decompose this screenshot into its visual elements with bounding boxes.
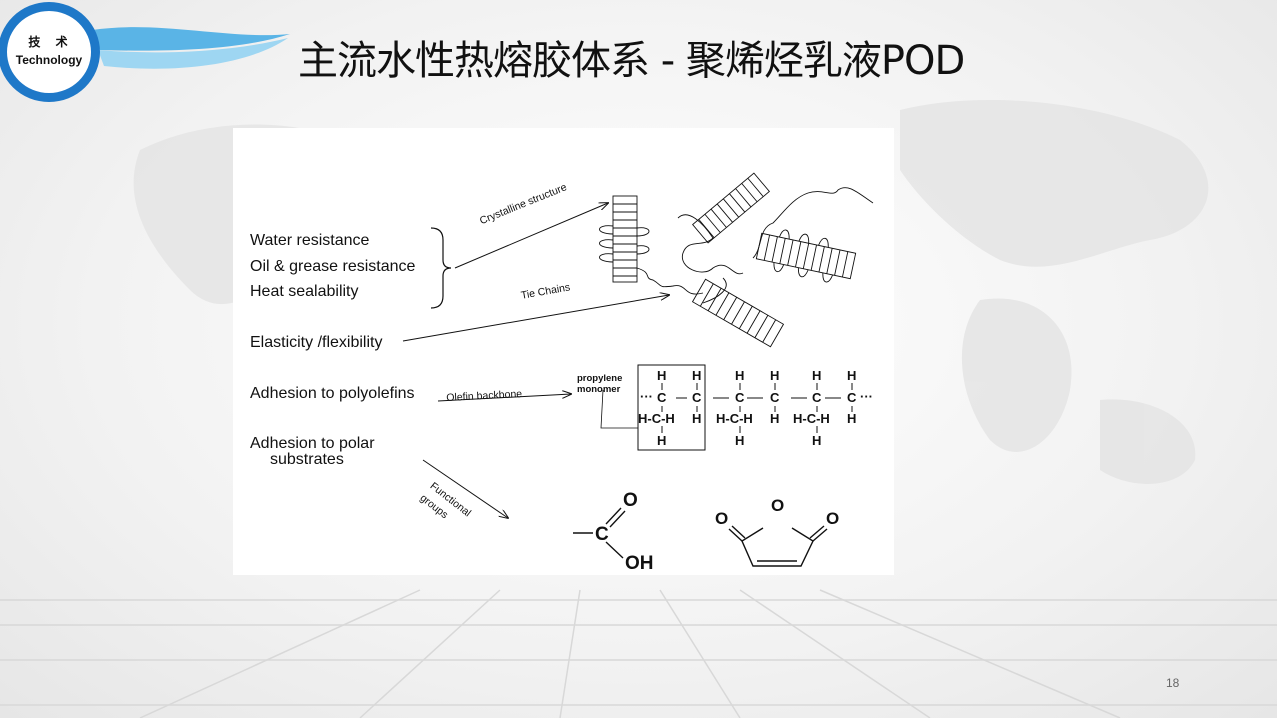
technology-badge: 技 术 Technology [0,2,100,102]
property-adhesion-polyolefins: Adhesion to polyolefins [250,385,415,402]
atom-h: H [735,433,745,448]
anhydride-o-left: O [715,509,729,528]
property-adhesion-polar: Adhesion to polar [250,435,375,452]
property-adhesion-polar-cont: substrates [270,451,344,468]
floor-grid [0,589,1277,718]
atom-h: H [770,411,780,426]
chain-dots-left: ··· [640,389,653,404]
carboxyl-o: O [623,490,638,511]
monomer-pointer [600,389,638,429]
anhydride-o-ring: O [771,496,785,515]
atom-h: H [657,368,667,383]
anhydride-o-right: O [826,509,840,528]
badge-english-text: Technology [15,53,83,67]
arrow-olefin-backbone [437,394,571,402]
label-propylene: propylene [577,373,623,384]
chain-dots-right: ··· [860,389,873,404]
atom-c: C [847,390,857,405]
polyolefin-dispersion-figure: Water resistance Oil & grease resistance… [233,128,894,575]
atom-c: C [657,390,667,405]
arrow-tie-chains [402,295,669,342]
methyl-group: H-C-H [638,411,675,426]
atom-h: H [770,368,780,383]
figure-drawing [402,172,874,567]
atom-c: C [770,390,780,405]
page-number: 18 [1166,676,1180,690]
atom-c: C [692,390,702,405]
atom-h: H [812,368,822,383]
atom-h: H [692,411,702,426]
methyl-group: H-C-H [793,411,830,426]
property-oil-grease-resistance: Oil & grease resistance [250,258,416,275]
propylene-monomer-box [637,364,706,451]
property-heat-sealability: Heat sealability [250,283,359,300]
brace [430,227,452,309]
atom-c: C [812,390,822,405]
atom-c: C [735,390,745,405]
carboxyl-oh: OH [625,553,654,574]
header-wave-dark [92,27,290,51]
property-elasticity: Elasticity /flexibility [250,334,383,351]
carboxyl-group-bonds [573,507,626,559]
slide-title: 主流水性热熔胶体系 - 聚烯烃乳液POD [298,38,965,84]
atom-h: H [812,433,822,448]
polymer-backbone-bonds [661,383,853,433]
arrow-functional-groups [422,459,508,518]
property-water-resistance: Water resistance [250,232,370,249]
atom-h: H [657,433,667,448]
atom-h: H [735,368,745,383]
atom-h: H [692,368,702,383]
atom-h: H [847,368,857,383]
header-wave-light [98,38,288,69]
maleic-anhydride-ring [728,525,828,567]
label-monomer: monomer [577,384,621,395]
lamella-vertical [599,195,704,295]
arrow-crystalline [454,203,608,269]
carboxyl-c: C [595,524,609,545]
lamella-tilted [677,172,874,348]
atom-h: H [847,411,857,426]
badge-chinese-text: 技 术 [28,35,74,49]
methyl-group: H-C-H [716,411,753,426]
